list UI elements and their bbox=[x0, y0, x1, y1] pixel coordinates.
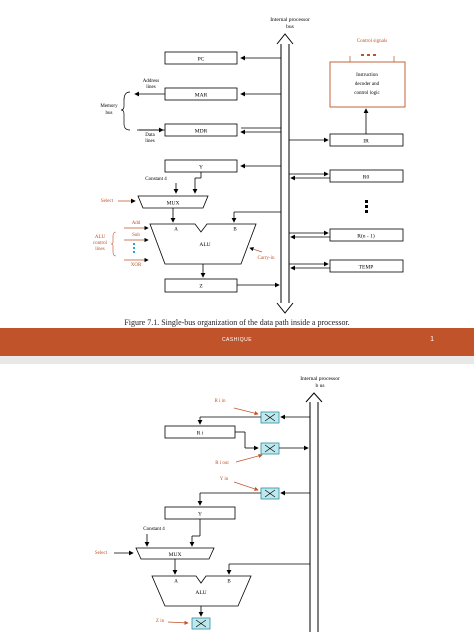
carry-in-label: Carry-in bbox=[258, 256, 275, 261]
footer-brand: CASHIQUE bbox=[221, 337, 253, 343]
xor-label: XOR bbox=[131, 263, 142, 268]
pc-register: PC bbox=[164, 51, 281, 65]
slide-footer: CASHIQUE 1 bbox=[0, 328, 474, 356]
add-label: Add bbox=[132, 221, 141, 226]
ri-in-switch bbox=[197, 411, 310, 425]
alu-control-label-2: control bbox=[93, 241, 108, 246]
y-in-switch bbox=[197, 487, 310, 506]
svg-text:MUX: MUX bbox=[169, 552, 182, 558]
svg-text:MDR: MDR bbox=[195, 129, 208, 135]
z-register: Z bbox=[164, 278, 280, 293]
svg-text:MUX: MUX bbox=[167, 201, 180, 207]
alu-port-a: A bbox=[174, 228, 178, 233]
y-in-label: Y in bbox=[220, 477, 229, 482]
data-lines-label-2: lines bbox=[145, 139, 154, 144]
svg-text:Instruction: Instruction bbox=[356, 73, 378, 78]
control-signals-dots bbox=[349, 54, 395, 62]
y-register: Y bbox=[164, 159, 281, 194]
memory-bus-label-2: bus bbox=[106, 111, 113, 116]
svg-text:ALU: ALU bbox=[199, 242, 210, 248]
instruction-decoder: Instruction decoder and control logic bbox=[329, 61, 406, 108]
internal-bus bbox=[276, 33, 294, 314]
y-register: Y bbox=[164, 506, 236, 547]
bus-title-line2: bus bbox=[286, 24, 294, 30]
mux-block: MUX bbox=[137, 195, 209, 223]
page-number: 1 bbox=[430, 336, 434, 343]
datapath-diagram: Internal processor bus PC Address lines … bbox=[93, 17, 406, 314]
ri-in-label: R i in bbox=[214, 399, 226, 404]
constant4-label: Constant 4 bbox=[145, 177, 167, 182]
svg-text:Z: Z bbox=[199, 284, 203, 290]
alu-control-label-1: ALU bbox=[95, 235, 106, 240]
internal-bus bbox=[305, 392, 323, 632]
bus-title-line1: Internal processor bbox=[300, 376, 340, 382]
mar-register: MAR bbox=[134, 87, 281, 101]
ri-out-label: R i out bbox=[215, 461, 229, 466]
select-label: Select bbox=[95, 551, 108, 556]
svg-text:control logic: control logic bbox=[354, 91, 380, 96]
z-in-switch bbox=[191, 617, 211, 630]
register-gating-diagram: Internal processor b us R i in R i bbox=[95, 376, 340, 632]
slide-2: Internal processor b us R i in R i bbox=[0, 364, 474, 632]
constant4-label: Constant 4 bbox=[143, 527, 165, 532]
svg-text:TEMP: TEMP bbox=[359, 265, 374, 271]
alu-port-b: B bbox=[227, 580, 231, 585]
svg-text:decoder and: decoder and bbox=[355, 82, 380, 87]
mux-block: MUX bbox=[135, 547, 215, 575]
alu-port-a: A bbox=[174, 580, 178, 585]
svg-text:PC: PC bbox=[198, 57, 205, 63]
address-lines-label-2: lines bbox=[146, 85, 155, 90]
ri-register: R i bbox=[164, 425, 259, 451]
svg-text:R0: R0 bbox=[363, 175, 370, 181]
memory-bus-brace bbox=[120, 91, 131, 131]
alu-port-b: B bbox=[233, 228, 237, 233]
address-lines-label-1: Address bbox=[143, 79, 159, 84]
memory-bus-label-1: Memory bbox=[100, 104, 118, 109]
z-in-label: Z in bbox=[156, 619, 165, 624]
ri-out-switch bbox=[260, 442, 309, 455]
svg-text:R(n - 1): R(n - 1) bbox=[357, 233, 375, 240]
figure-caption: Figure 7.1. Single-bus organization of t… bbox=[124, 318, 350, 327]
rn1-register: R(n - 1) bbox=[289, 228, 404, 242]
alu-block: A B ALU bbox=[151, 575, 252, 617]
mdr-register: MDR bbox=[137, 123, 281, 137]
svg-text:Y: Y bbox=[199, 165, 203, 171]
data-lines-label-1: Data bbox=[145, 133, 155, 138]
temp-register: TEMP bbox=[289, 259, 404, 273]
svg-text:Y: Y bbox=[198, 512, 202, 518]
alu-block: ALU A B bbox=[149, 223, 257, 278]
alu-control-brace bbox=[110, 231, 117, 257]
register-ellipsis bbox=[365, 200, 368, 213]
svg-text:R i: R i bbox=[197, 431, 204, 437]
bus-title-line2: b us bbox=[315, 383, 324, 389]
r0-register: R0 bbox=[289, 169, 404, 183]
alu-ops-dots bbox=[133, 243, 135, 253]
control-signals-label: Control signals bbox=[357, 39, 387, 44]
slide-gap bbox=[0, 356, 474, 364]
sub-label: Sub bbox=[132, 233, 140, 238]
slide-1: Internal processor bus PC Address lines … bbox=[92, 17, 406, 327]
bus-title-line1: Internal processor bbox=[270, 17, 310, 23]
select-label: Select bbox=[101, 199, 114, 204]
carry-in-arrow bbox=[249, 247, 263, 253]
svg-text:ALU: ALU bbox=[195, 590, 206, 596]
svg-text:MAR: MAR bbox=[195, 93, 208, 99]
svg-text:IR: IR bbox=[363, 139, 369, 145]
ir-register: IR bbox=[289, 108, 404, 147]
alu-control-label-3: lines bbox=[95, 247, 104, 252]
